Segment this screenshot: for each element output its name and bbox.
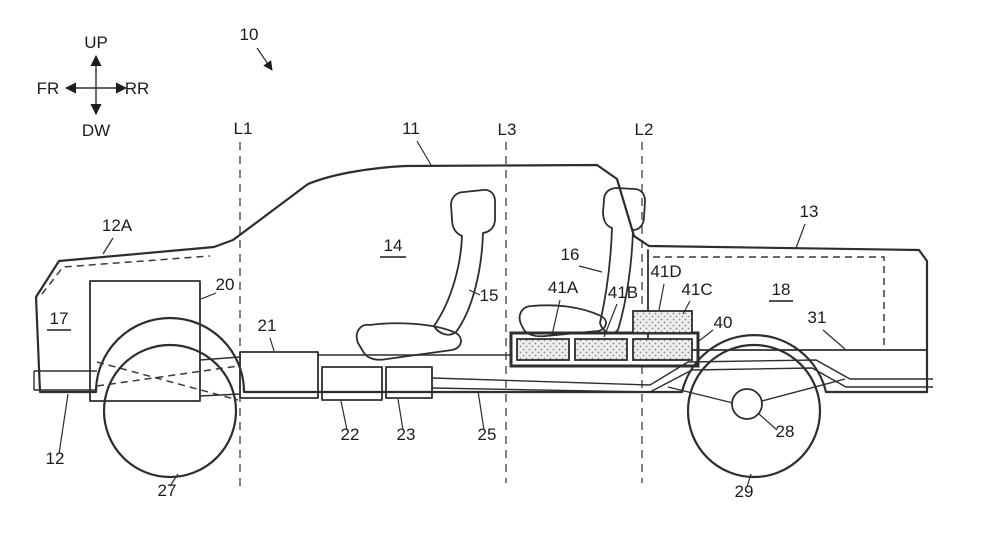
rear-frame-bottom	[649, 367, 933, 393]
vehicle-body-outline	[34, 163, 929, 394]
leader-23	[397, 398, 404, 431]
compass-down-label: DW	[82, 121, 110, 140]
battery-pack-frame-40	[509, 331, 700, 368]
vehicle-drawing	[33, 163, 933, 479]
leader-13	[795, 223, 806, 249]
leader-22	[340, 400, 348, 431]
leader-12a	[102, 237, 114, 255]
leader-41a	[551, 299, 561, 336]
ref-label-25: 25	[478, 425, 497, 444]
front-unit-box-20	[89, 280, 201, 402]
ref-label-21: 21	[258, 316, 277, 335]
battery-module-41d-upper	[632, 310, 693, 334]
compass: UP DW FR RR	[37, 33, 150, 140]
powertrain-taper	[199, 356, 241, 397]
ref-label-18: 18	[772, 280, 791, 299]
leader-41b	[603, 303, 618, 338]
leader-28	[758, 413, 778, 431]
leader-11	[416, 140, 432, 166]
ref-label-17: 17	[50, 309, 69, 328]
compass-up-label: UP	[84, 33, 108, 52]
compass-front-label: FR	[37, 79, 60, 98]
bed-inner-dashed	[653, 256, 885, 346]
driveline-box-23	[385, 366, 433, 399]
section-label-l3: L3	[498, 120, 517, 139]
front-drivetrain-hidden-lines	[96, 361, 239, 401]
ref-label-16: 16	[561, 245, 580, 264]
section-lines: L1 L3 L2	[234, 119, 654, 490]
leader-41c	[682, 300, 691, 315]
hood-inner-line	[41, 255, 211, 295]
front-bumper-beam	[33, 370, 97, 391]
compass-rear-label: RR	[125, 79, 150, 98]
ref-label-22: 22	[341, 425, 360, 444]
rear-seat-back	[599, 187, 646, 334]
leader-20	[200, 292, 217, 300]
ref-label-12: 12	[46, 449, 65, 468]
ref-label-41a: 41A	[548, 278, 579, 297]
leader-21	[269, 337, 275, 352]
ref-label-20: 20	[216, 275, 235, 294]
reference-labels: 10 11 12A 12 13 14 15 16 17 18 20 21 22 …	[46, 25, 846, 501]
leader-12	[58, 393, 69, 455]
battery-module-41b	[574, 338, 628, 361]
leader-15	[468, 289, 481, 296]
ref-label-31: 31	[808, 308, 827, 327]
leader-10	[256, 47, 273, 71]
leader-40	[698, 329, 714, 342]
front-wheel	[102, 343, 238, 479]
ref-label-41c: 41C	[681, 280, 712, 299]
rear-wheel	[686, 343, 822, 479]
ref-label-41b: 41B	[608, 283, 638, 302]
rear-axle-part-28	[731, 388, 763, 420]
ref-label-29: 29	[735, 482, 754, 501]
driveline-box-22	[321, 366, 383, 401]
ref-label-10: 10	[240, 25, 259, 44]
ref-label-11: 11	[402, 119, 420, 138]
battery-module-41c-lower	[632, 338, 693, 361]
leader-27	[169, 473, 179, 487]
driveline-box-21	[239, 351, 319, 399]
leader-25	[477, 390, 485, 431]
ref-label-14: 14	[384, 236, 403, 255]
front-seat-cushion	[355, 322, 462, 361]
section-label-l1: L1	[234, 119, 253, 138]
propeller-shaft-25	[431, 377, 651, 393]
ref-label-15: 15	[480, 286, 499, 305]
ref-label-41d: 41D	[650, 262, 681, 281]
ref-label-12a: 12A	[102, 216, 133, 235]
leader-16	[578, 265, 603, 273]
battery-module-41a	[516, 338, 570, 361]
leader-31	[822, 329, 846, 350]
rear-frame-top	[649, 359, 933, 386]
ref-label-40: 40	[714, 313, 733, 332]
leader-29	[746, 473, 752, 488]
leader-41d	[658, 283, 665, 311]
ref-label-13: 13	[800, 202, 819, 221]
battery-pack-assembly	[509, 310, 700, 368]
ref-label-28: 28	[776, 422, 795, 441]
ref-label-27: 27	[158, 481, 177, 500]
ref-label-23: 23	[397, 425, 416, 444]
front-seat-back	[433, 188, 496, 336]
rear-suspension-links	[667, 378, 846, 404]
section-label-l2: L2	[635, 120, 654, 139]
